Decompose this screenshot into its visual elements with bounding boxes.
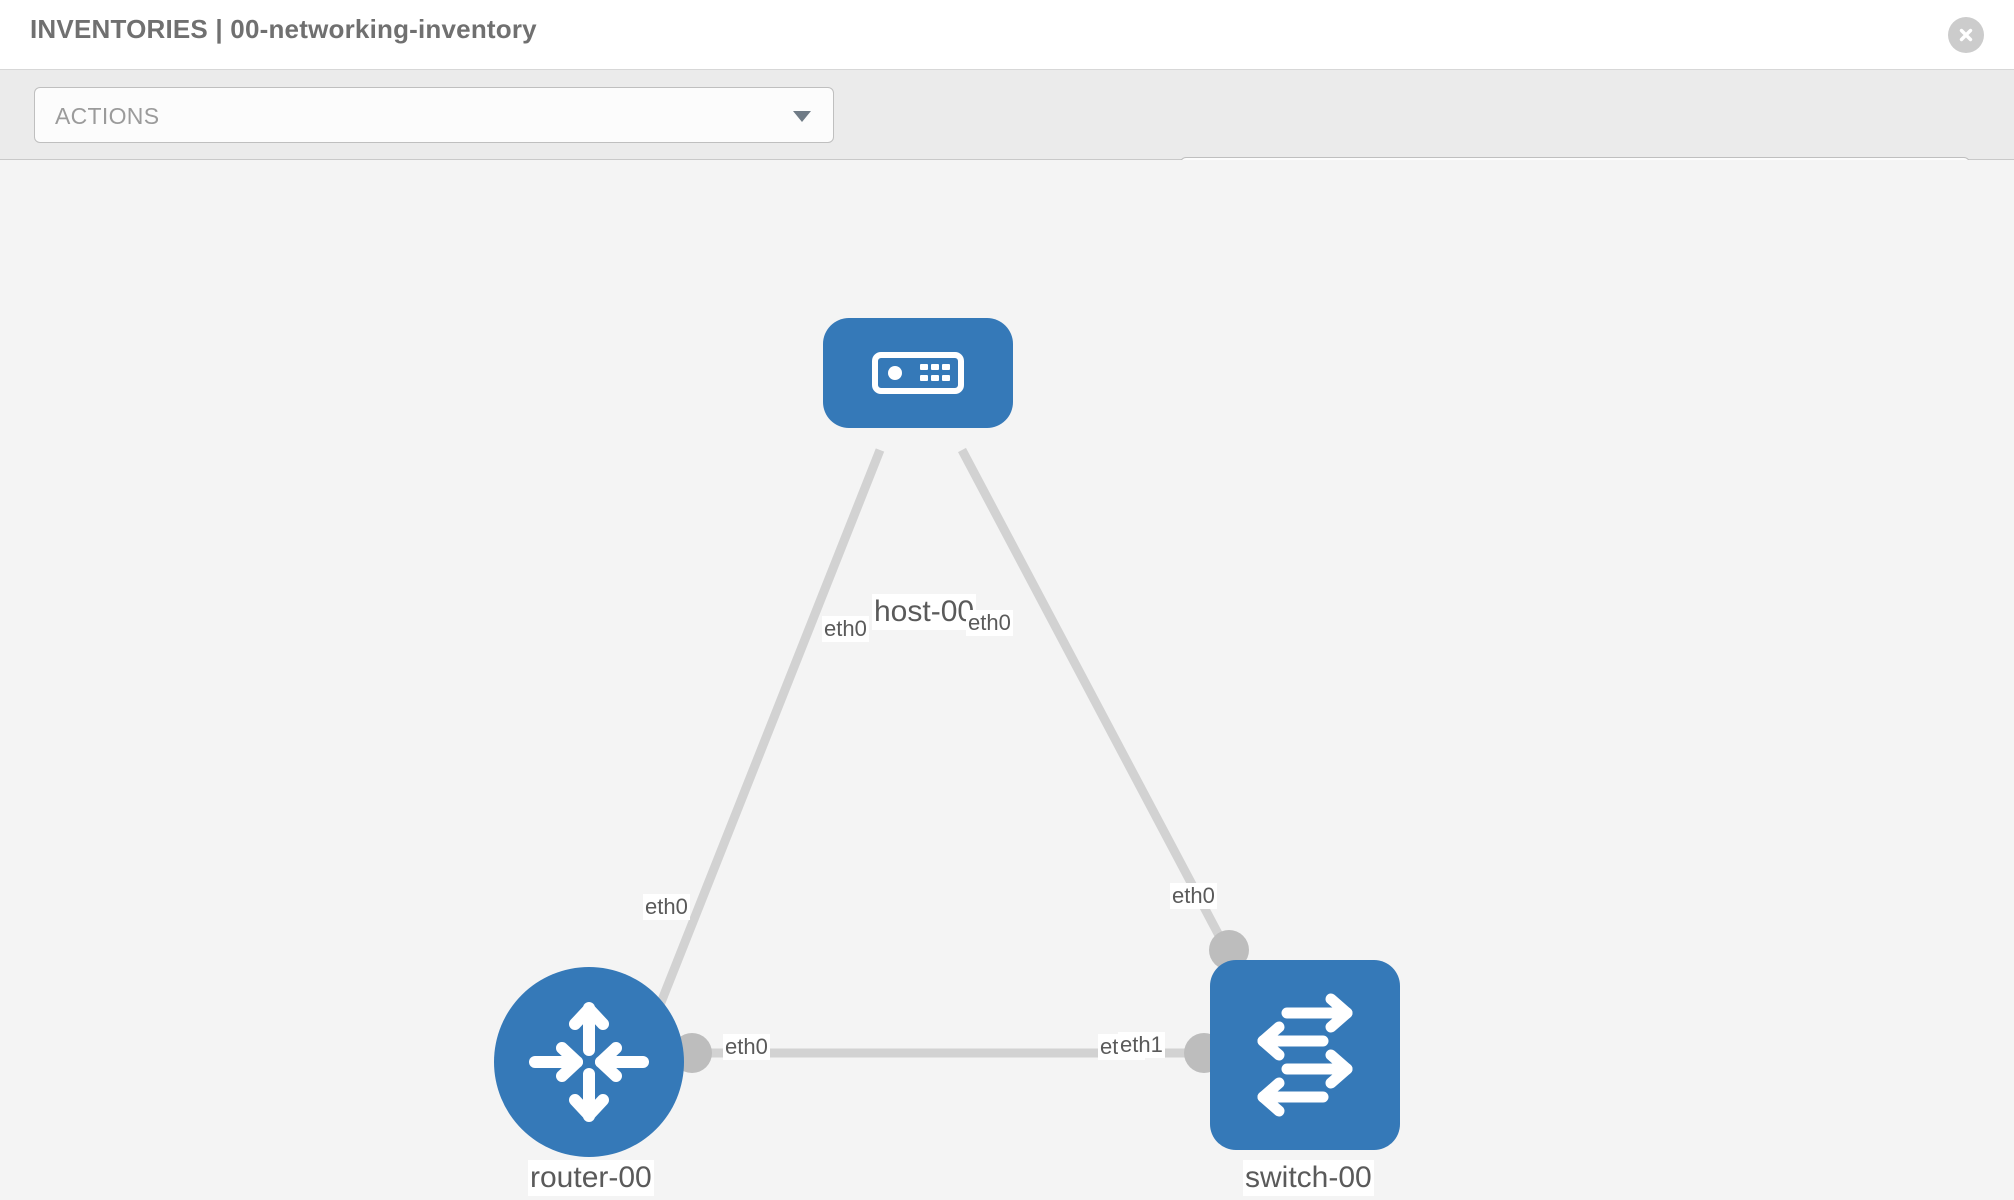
node-host-00[interactable] <box>823 318 1013 428</box>
node-label-switch-00: switch-00 <box>1243 1160 1374 1196</box>
interface-label-router-eth0-uplink: eth0 <box>643 894 690 920</box>
node-label-router-00: router-00 <box>528 1160 654 1196</box>
interface-label-host-eth0-left: eth0 <box>822 616 869 642</box>
node-switch-00[interactable] <box>1210 960 1400 1150</box>
page-title: INVENTORIES | 00-networking-inventory <box>30 14 537 44</box>
node-label-host-00: host-00 <box>872 594 977 630</box>
router-arrows-icon <box>529 1002 649 1122</box>
node-router-00[interactable] <box>494 967 684 1157</box>
page-header: INVENTORIES | 00-networking-inventory <box>0 0 2014 70</box>
actions-dropdown[interactable]: ACTIONS <box>34 87 834 143</box>
server-icon <box>872 352 964 394</box>
actions-dropdown-label: ACTIONS <box>55 103 160 129</box>
topology-links <box>655 447 1236 1058</box>
link-switch-host <box>958 447 1236 963</box>
chevron-down-icon <box>793 111 811 122</box>
toolbar: ACTIONS SEARCH <box>0 70 2014 213</box>
interface-label-switch-eth0-uplink: eth0 <box>1170 883 1217 909</box>
topology-canvas[interactable]: host-00 eth0 eth0 router-00 switch-00 et… <box>0 160 2014 1200</box>
close-icon[interactable] <box>1948 17 1984 53</box>
switch-arrows-icon <box>1257 993 1353 1117</box>
link-router-host <box>655 448 885 1007</box>
interface-label-switch-eth1: eth1 <box>1118 1032 1165 1058</box>
interface-label-router-eth0: eth0 <box>723 1034 770 1060</box>
interface-label-host-eth0-right: eth0 <box>966 610 1013 636</box>
